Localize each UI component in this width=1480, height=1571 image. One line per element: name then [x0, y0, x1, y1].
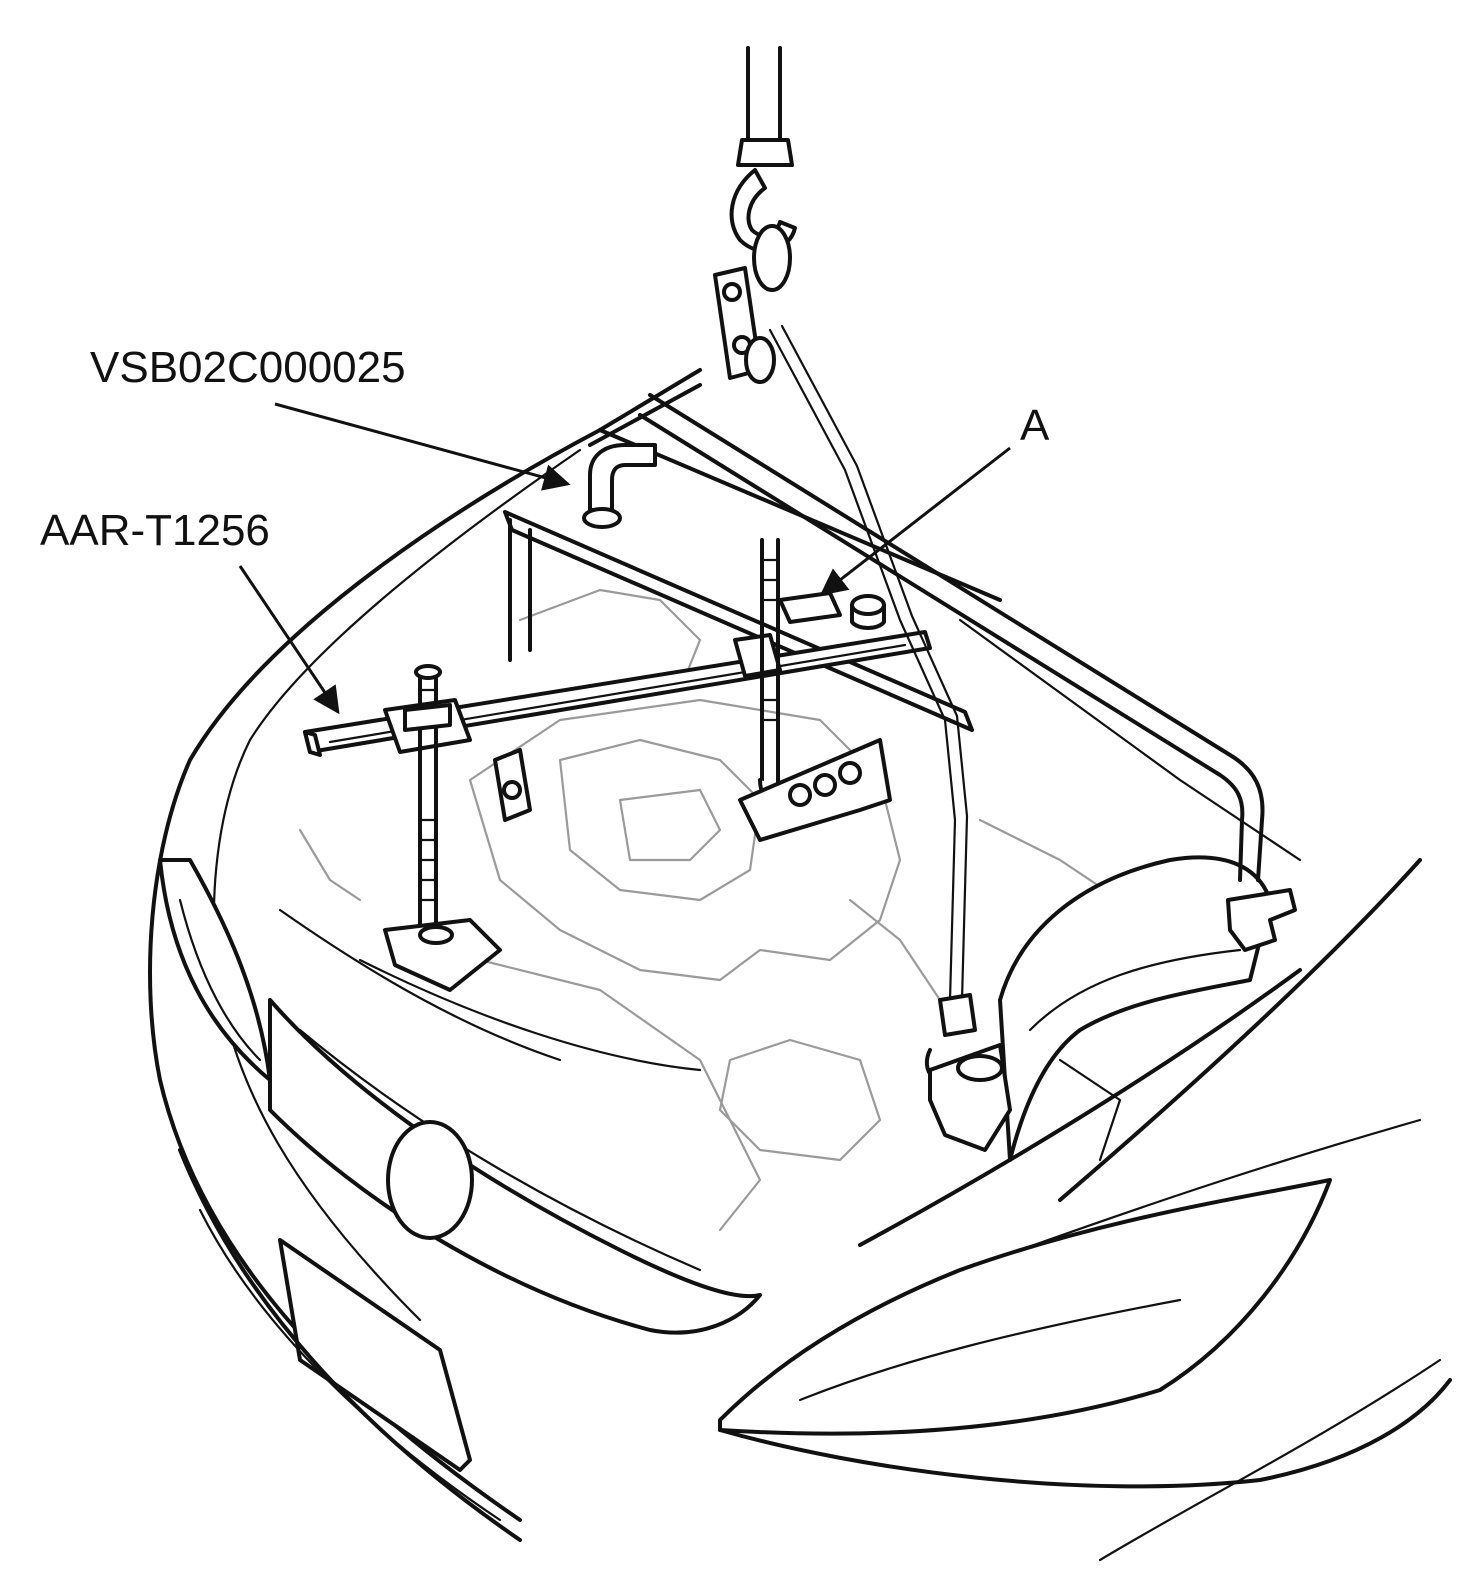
engine-outline	[298, 588, 1142, 1232]
callout-aar-t1256: AAR-T1256	[40, 506, 340, 715]
callout-a: A	[819, 401, 1050, 596]
callout-vsb02c000025: VSB02C000025	[90, 343, 571, 491]
leader-arrow	[274, 402, 571, 491]
callout-label-aar-t1256: AAR-T1256	[40, 506, 270, 555]
callout-label-vsb02c000025: VSB02C000025	[90, 343, 406, 392]
crane-hook-chain	[713, 46, 1012, 1152]
leader-arrow	[819, 446, 1011, 596]
adapter-bar	[303, 538, 932, 992]
engine-support-hanger	[503, 368, 1297, 952]
callout-label-a: A	[1020, 401, 1050, 450]
leader-arrow	[238, 565, 340, 715]
